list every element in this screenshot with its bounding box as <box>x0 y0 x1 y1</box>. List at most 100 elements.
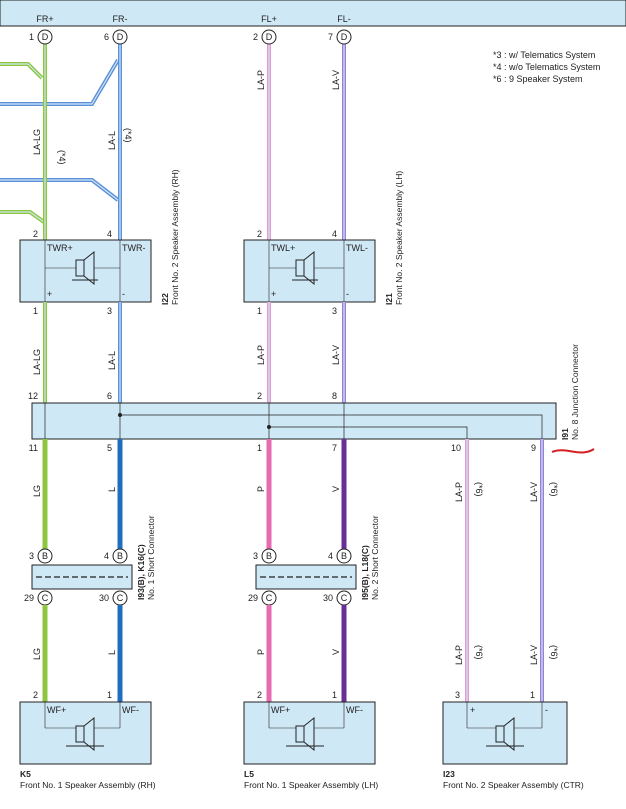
svg-text:1: 1 <box>29 32 34 42</box>
svg-text:B: B <box>42 551 48 561</box>
svg-text:B: B <box>341 551 347 561</box>
svg-text:D: D <box>117 32 124 42</box>
short1-name: No. 1 Short Connector <box>146 515 156 600</box>
svg-text:C: C <box>42 593 49 603</box>
k5-name: Front No. 1 Speaker Assembly (RH) <box>20 780 156 790</box>
svg-text:3: 3 <box>332 306 337 316</box>
svg-text:D: D <box>42 32 49 42</box>
l5-term-plus: WF+ <box>271 705 290 715</box>
note-3: *3 : w/ Telematics System <box>493 50 595 60</box>
top-connector-fr-plus: D 1 <box>29 29 53 45</box>
i23-name: Front No. 2 Speaker Assembly (CTR) <box>443 780 584 790</box>
svg-text:4: 4 <box>328 551 333 561</box>
label-note6-bottom-a: (*6) <box>474 645 484 660</box>
top-connector-fl-minus: D 7 <box>328 29 352 45</box>
svg-text:4: 4 <box>107 229 112 239</box>
speaker-icon <box>292 250 318 286</box>
svg-text:D: D <box>341 32 348 42</box>
short1-id: I93(B), K16(C) <box>136 544 146 600</box>
junction-name: No. 8 Junction Connector <box>570 344 580 440</box>
i21-id: I21 <box>384 293 394 305</box>
top-connector-fl-plus: D 2 <box>253 29 277 45</box>
speaker-icon <box>486 716 524 752</box>
label-note6-low-a: (*6) <box>474 482 484 497</box>
svg-text:29: 29 <box>248 593 258 603</box>
i22-id: I22 <box>160 293 170 305</box>
top-source-box <box>0 0 626 27</box>
svg-text:1: 1 <box>257 306 262 316</box>
svg-text:C: C <box>341 593 348 603</box>
speaker-i21: TWL+ TWL- + - 2 4 1 3 <box>243 229 376 316</box>
speaker-k5: WF+ WF- 2 1 <box>19 690 152 765</box>
label-la-l-top: LA-L <box>107 131 117 150</box>
short2-id: I95(B), L18(C) <box>360 545 370 600</box>
label-p-low: P <box>256 486 266 492</box>
junction-id: I91 <box>560 428 570 440</box>
fr-minus-crossing-wires <box>0 58 120 202</box>
k5-term-plus: WF+ <box>47 705 66 715</box>
svg-text:7: 7 <box>332 443 337 453</box>
label-la-p-top: LA-P <box>256 70 266 90</box>
label-note4-b: (*4) <box>123 128 133 143</box>
svg-text:30: 30 <box>99 593 109 603</box>
svg-text:3: 3 <box>29 551 34 561</box>
svg-text:C: C <box>266 593 273 603</box>
svg-text:9: 9 <box>531 443 536 453</box>
svg-text:+: + <box>47 289 52 299</box>
svg-text:-: - <box>346 289 349 299</box>
k5-term-minus: WF- <box>122 705 139 715</box>
label-lg-low: LG <box>32 485 42 497</box>
i22-term-plus: TWR+ <box>47 243 73 253</box>
svg-text:-: - <box>122 289 125 299</box>
label-l-bottom: L <box>107 650 117 655</box>
svg-text:3: 3 <box>455 690 460 700</box>
label-la-p-mid: LA-P <box>256 345 266 365</box>
l5-name: Front No. 1 Speaker Assembly (LH) <box>244 780 378 790</box>
label-la-lg-mid: LA-LG <box>32 349 42 375</box>
svg-text:1: 1 <box>33 306 38 316</box>
svg-text:-: - <box>545 705 548 715</box>
svg-text:+: + <box>271 289 276 299</box>
i21-term-minus: TWL- <box>346 243 368 253</box>
svg-text:12: 12 <box>28 391 38 401</box>
svg-text:6: 6 <box>104 32 109 42</box>
svg-text:1: 1 <box>332 690 337 700</box>
svg-text:3: 3 <box>253 551 258 561</box>
svg-text:+: + <box>470 705 475 715</box>
signal-fl-minus: FL- <box>337 14 351 24</box>
svg-text:6: 6 <box>107 391 112 401</box>
svg-text:2: 2 <box>253 32 258 42</box>
l5-term-minus: WF- <box>346 705 363 715</box>
signal-fr-minus: FR- <box>113 14 128 24</box>
short2-name: No. 2 Short Connector <box>370 515 380 600</box>
fr-plus-crossing-wires <box>0 62 46 224</box>
svg-text:2: 2 <box>257 690 262 700</box>
svg-text:D: D <box>266 32 273 42</box>
label-la-l-mid: LA-L <box>107 351 117 370</box>
note-4: *4 : w/o Telematics System <box>493 62 600 72</box>
note-6: *6 : 9 Speaker System <box>493 74 583 84</box>
label-lg-bottom: LG <box>32 648 42 660</box>
svg-text:2: 2 <box>33 690 38 700</box>
svg-text:8: 8 <box>332 391 337 401</box>
footnotes: *3 : w/ Telematics System *4 : w/o Telem… <box>493 50 600 84</box>
svg-text:2: 2 <box>33 229 38 239</box>
svg-text:5: 5 <box>107 443 112 453</box>
svg-text:1: 1 <box>107 690 112 700</box>
label-p-bottom: P <box>256 649 266 655</box>
i21-name: Front No. 2 Speaker Assembly (LH) <box>394 171 404 305</box>
svg-text:2: 2 <box>257 391 262 401</box>
signal-fr-plus: FR+ <box>36 14 53 24</box>
label-l-low: L <box>107 487 117 492</box>
label-la-p-bottom: LA-P <box>454 645 464 665</box>
svg-text:29: 29 <box>24 593 34 603</box>
svg-text:11: 11 <box>29 443 38 453</box>
label-la-v-top: LA-V <box>331 70 341 90</box>
junction-connector-i91 <box>31 402 557 440</box>
label-note6-bottom-b: (*6) <box>549 645 559 660</box>
speaker-i22: TWR+ TWR- + - 2 4 1 3 <box>19 229 152 316</box>
svg-text:4: 4 <box>104 551 109 561</box>
red-annotation-mark <box>551 448 595 454</box>
speaker-l5: WF+ WF- 2 1 <box>243 690 376 765</box>
